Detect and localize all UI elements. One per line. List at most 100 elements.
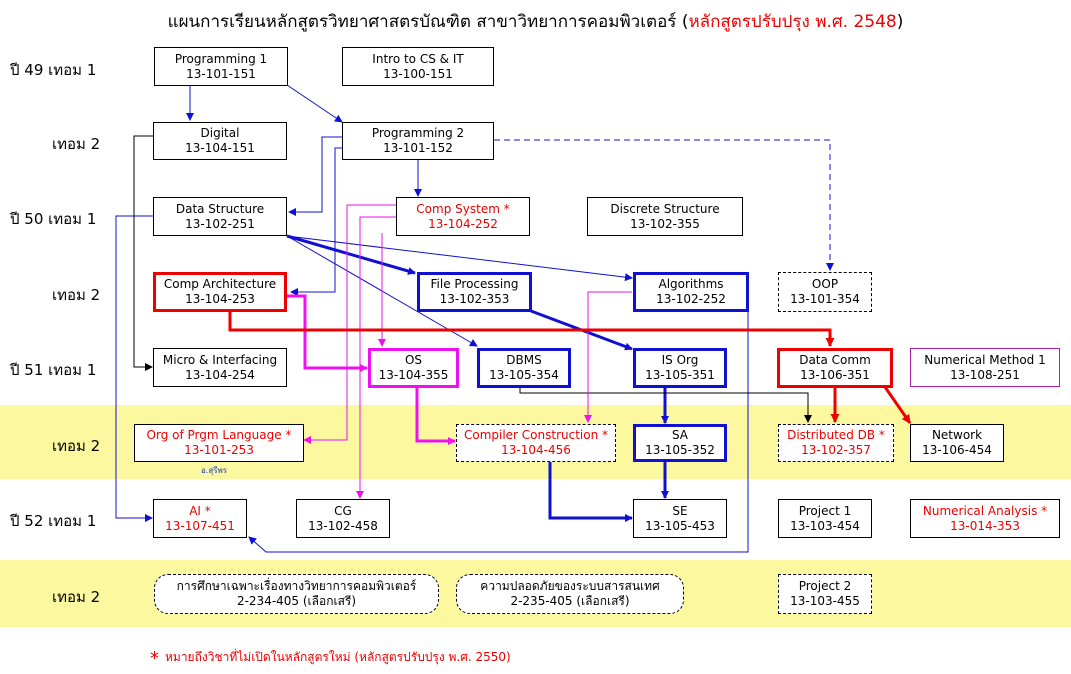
course-code: 13-103-454 — [790, 518, 860, 533]
edge-compsys-cg — [356, 216, 396, 499]
course-compiler-construction: Compiler Construction *13-104-456 — [456, 424, 616, 462]
course-name: Network — [931, 428, 983, 442]
row-label-y51t1: ปี 51 เทอม 1 — [10, 361, 97, 379]
course-code: 13-105-453 — [645, 518, 715, 533]
course-code: 13-104-252 — [428, 216, 498, 231]
course-name: SE — [672, 503, 688, 518]
edge-prog1-prog2 — [286, 84, 343, 123]
row-label-y52t1: ปี 52 เทอม 1 — [10, 512, 97, 530]
row-label-y52t2: เทอม 2 — [52, 588, 101, 606]
course-name: SA — [671, 428, 689, 442]
course-special-topics: การศึกษาเฉพาะเรื่องทางวิทยาการคอมพิวเตอร… — [154, 574, 439, 614]
course-code: 13-101-253 — [184, 443, 254, 457]
page-title: แผนการเรียนหลักสูตรวิทยาศาสตรบัณฑิต สาขา… — [0, 8, 1071, 35]
course-code: 13-102-355 — [630, 216, 700, 231]
edge-datacomm-network — [883, 386, 912, 424]
course-name: Numerical Method 1 — [924, 352, 1046, 367]
course-org-prgm-language: Org of Prgm Language *13-101-253 — [134, 424, 304, 462]
edge-ds-algorithms — [286, 235, 633, 282]
course-code: 13-102-252 — [656, 292, 726, 306]
course-name: Numerical Analysis * — [922, 503, 1048, 518]
course-code: 13-101-152 — [383, 141, 453, 155]
edge-prog2-oop — [494, 139, 834, 271]
course-code: 13-102-357 — [801, 443, 871, 457]
edge-algorithms-compiler — [584, 291, 632, 423]
edge-prog2-comparch — [290, 147, 342, 296]
course-name: Project 1 — [798, 503, 852, 518]
edge-comparch-os — [287, 294, 368, 372]
course-name: Data Comm — [799, 353, 871, 367]
course-name: Org of Prgm Language * — [146, 428, 292, 442]
instructor-signature: อ.สุรีพร — [201, 466, 228, 475]
course-code: 13-102-353 — [439, 292, 510, 306]
course-code: 13-101-151 — [186, 66, 256, 81]
course-code: 13-105-354 — [489, 368, 559, 382]
course-code: 13-108-251 — [950, 367, 1020, 382]
edge-compsys-orgprgm — [303, 204, 396, 444]
course-name: File Processing — [430, 277, 519, 291]
course-code: 13-104-355 — [378, 368, 449, 382]
course-name: Distributed DB * — [787, 428, 885, 442]
row-label-y50t1: ปี 50 เทอม 1 — [10, 210, 97, 228]
row-label-y49t2: เทอม 2 — [52, 135, 101, 153]
course-name: Micro & Interfacing — [162, 352, 278, 367]
title-highlight: หลักสูตรปรับปรุง พ.ศ. 2548 — [688, 12, 897, 32]
edge-prog2-ds — [288, 136, 342, 216]
course-name: AI * — [189, 503, 211, 518]
footnote-text: หมายถึงวิชาที่ไม่เปิดในหลักสูตรใหม่ (หลั… — [165, 650, 511, 664]
course-name: IS Org — [661, 353, 699, 367]
course-name: OOP — [811, 277, 839, 291]
course-code: 13-104-253 — [185, 292, 255, 306]
course-code: 13-107-451 — [165, 518, 235, 533]
course-name: Comp System * — [416, 201, 510, 216]
course-distributed-db: Distributed DB *13-102-357 — [778, 424, 894, 462]
row-label-y51t2: เทอม 2 — [52, 437, 101, 455]
course-code: 13-106-454 — [922, 443, 992, 457]
course-code: 13-102-458 — [308, 518, 378, 533]
course-code: 13-104-456 — [501, 443, 571, 457]
course-code: 13-105-351 — [645, 368, 715, 382]
course-name: CG — [334, 503, 352, 518]
edge-digital-micro — [133, 135, 153, 371]
course-name: OS — [404, 353, 423, 367]
course-name: Intro to CS & IT — [372, 51, 464, 66]
edge-compiler-se — [548, 460, 633, 522]
course-code: 2-235-405 (เลือกเสรี) — [510, 594, 630, 608]
course-code: 13-105-352 — [645, 443, 715, 457]
course-code: 13-103-455 — [790, 594, 860, 608]
course-name: Compiler Construction * — [463, 428, 609, 442]
course-code: 13-104-254 — [185, 367, 255, 382]
course-code: 13-104-151 — [185, 141, 255, 155]
course-name: DBMS — [506, 353, 542, 367]
course-numerical-analysis: Numerical Analysis *13-014-353 — [910, 499, 1060, 538]
course-code: 13-102-251 — [185, 216, 255, 231]
course-name: การศึกษาเฉพาะเรื่องทางวิทยาการคอมพิวเตอร… — [176, 579, 417, 593]
course-code: 13-014-353 — [950, 518, 1020, 533]
course-code: 13-100-151 — [383, 66, 453, 81]
footnote: * หมายถึงวิชาที่ไม่เปิดในหลักสูตรใหม่ (หล… — [150, 648, 511, 669]
asterisk-icon: * — [150, 648, 159, 669]
edge-dbms-distdb — [519, 387, 812, 423]
course-code: 13-106-351 — [800, 368, 870, 382]
